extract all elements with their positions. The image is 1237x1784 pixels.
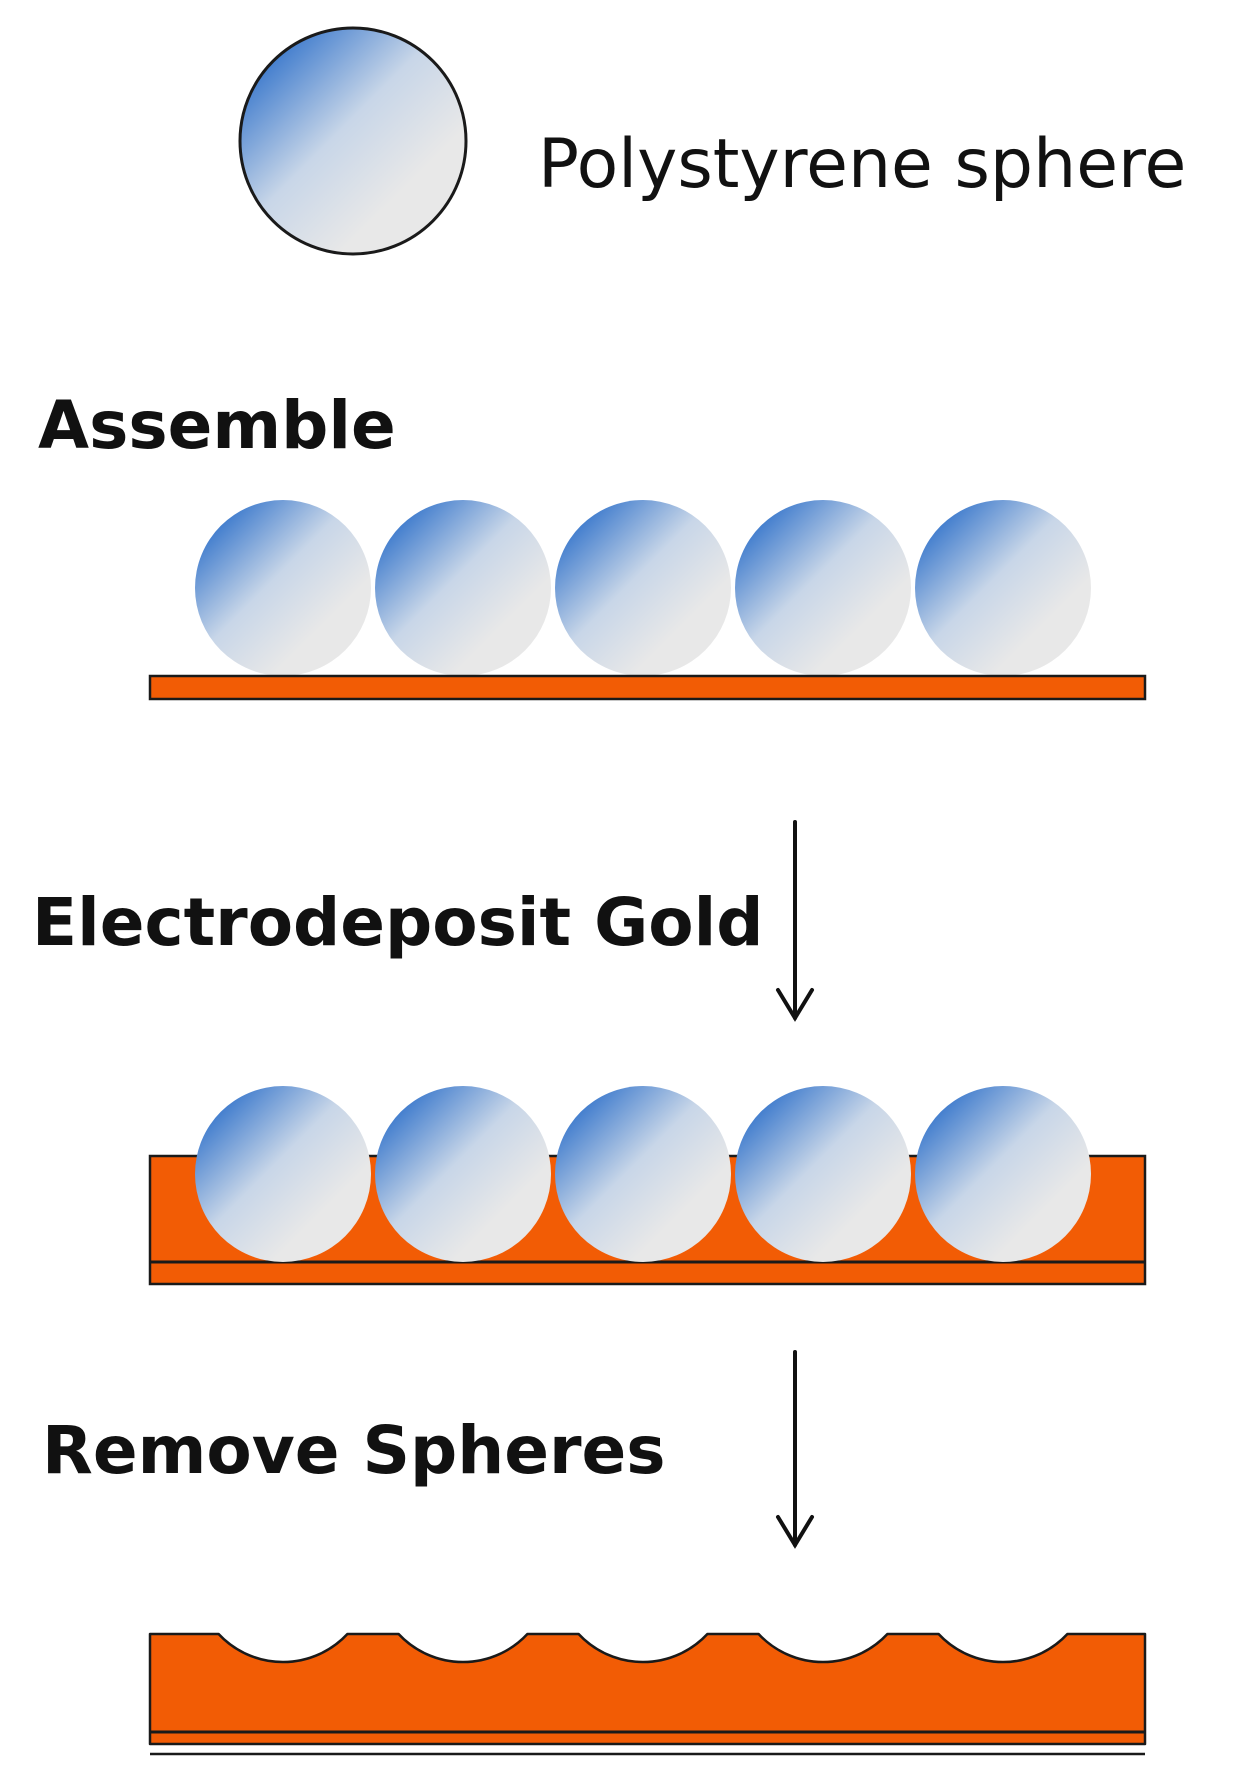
polystyrene-sphere	[735, 1086, 911, 1262]
down-arrow-icon	[776, 820, 814, 1022]
step-remove-label: Remove Spheres	[42, 1412, 666, 1489]
step-assemble: Assemble	[38, 387, 1147, 701]
legend-sphere-icon	[238, 26, 468, 256]
step-electrodeposit-label: Electrodeposit Gold	[32, 884, 763, 961]
substrate-layer	[148, 674, 1147, 701]
legend-label: Polystyrene sphere	[538, 125, 1186, 204]
step-assemble-label: Assemble	[38, 387, 396, 464]
polystyrene-sphere	[915, 1086, 1091, 1262]
polystyrene-sphere	[735, 500, 911, 676]
polystyrene-sphere	[555, 500, 731, 676]
polystyrene-sphere	[375, 500, 551, 676]
embedded-spheres	[195, 1086, 1091, 1262]
polystyrene-sphere	[195, 1086, 371, 1262]
polystyrene-sphere	[375, 1086, 551, 1262]
polystyrene-sphere	[915, 500, 1091, 676]
assembled-spheres	[195, 500, 1091, 676]
step-electrodeposit: Electrodeposit Gold	[32, 884, 1147, 1286]
polystyrene-sphere	[555, 1086, 731, 1262]
down-arrow-icon	[776, 1350, 814, 1549]
gold-cavity-film	[148, 1632, 1147, 1746]
polystyrene-sphere	[195, 500, 371, 676]
legend: Polystyrene sphere	[238, 26, 1186, 256]
step-remove: Remove Spheres	[42, 1412, 1147, 1756]
